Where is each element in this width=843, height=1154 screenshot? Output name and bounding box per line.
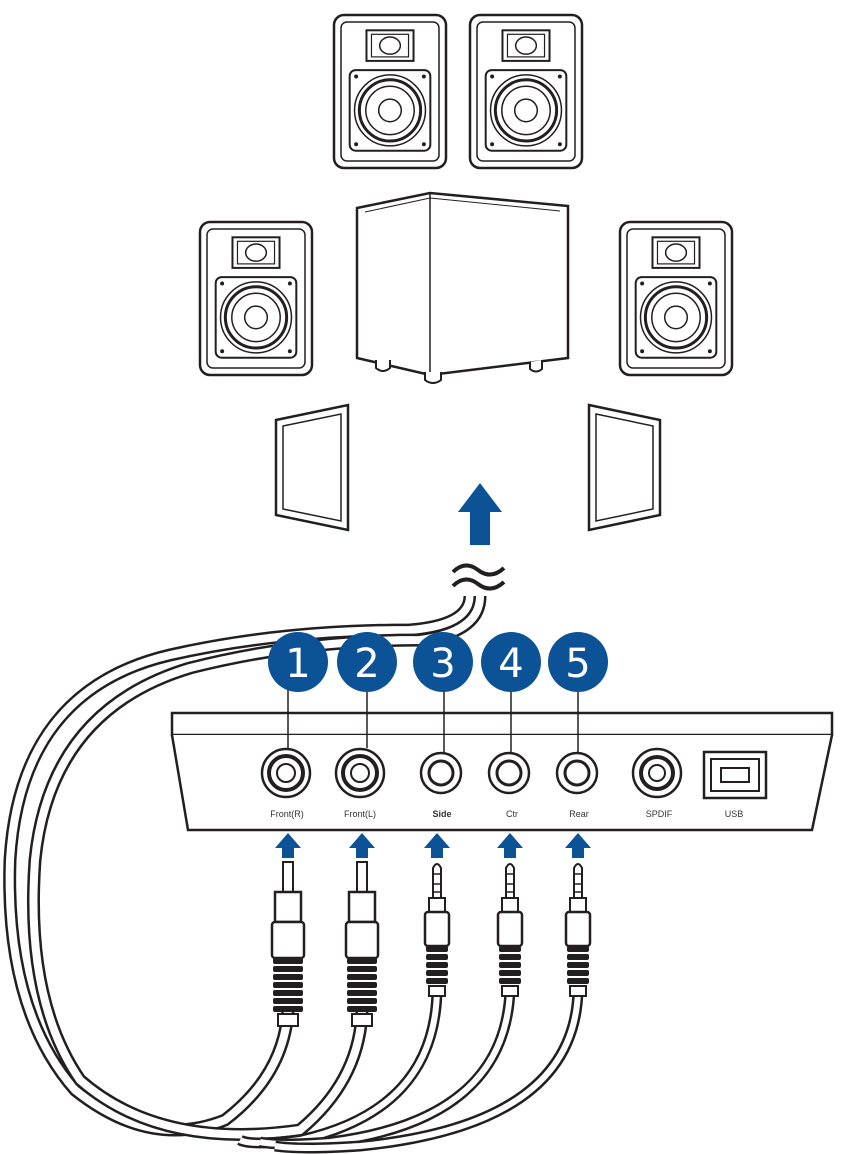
mini-jack-plug bbox=[564, 863, 592, 997]
port-front-right[interactable] bbox=[260, 747, 312, 799]
arrow-up-icon bbox=[275, 833, 301, 858]
front-right-speaker bbox=[332, 13, 448, 170]
port-side[interactable] bbox=[419, 751, 463, 795]
port-label-front-left: Front(L) bbox=[344, 809, 376, 819]
speaker-group bbox=[198, 13, 734, 377]
badge-5: 5 bbox=[548, 632, 608, 692]
badge-number: 4 bbox=[498, 641, 523, 687]
mini-jack-plug bbox=[423, 863, 451, 997]
badge-leader-lines bbox=[287, 690, 579, 752]
port-center[interactable] bbox=[487, 751, 531, 795]
badge-number: 2 bbox=[354, 641, 379, 687]
port-label-front-right: Front(R) bbox=[270, 809, 304, 819]
port-front-left[interactable] bbox=[334, 747, 386, 799]
badge-number: 3 bbox=[430, 641, 455, 687]
approximately-equal-icon bbox=[451, 563, 506, 591]
rca-plug bbox=[344, 861, 380, 1027]
mini-jack-plug bbox=[496, 863, 524, 997]
port-label-usb: USB bbox=[725, 809, 744, 819]
arrow-up-icon bbox=[458, 483, 502, 545]
port-usb[interactable] bbox=[702, 750, 768, 800]
badge-1: 1 bbox=[268, 632, 328, 692]
front-left-speaker bbox=[468, 13, 584, 170]
rear-left-speaker bbox=[274, 403, 350, 532]
port-spdif[interactable] bbox=[631, 747, 683, 799]
arrow-up-icon bbox=[349, 833, 375, 858]
plug-group bbox=[270, 861, 592, 1027]
arrow-up-icon bbox=[565, 833, 591, 858]
badge-number: 1 bbox=[285, 641, 310, 687]
badge-2: 2 bbox=[337, 632, 397, 692]
arrow-up-icon bbox=[424, 833, 450, 858]
port-label-center: Ctr bbox=[506, 809, 518, 819]
badge-3: 3 bbox=[413, 632, 473, 692]
badge-4: 4 bbox=[481, 632, 541, 692]
rca-plug bbox=[270, 861, 306, 1027]
rear-right-speaker bbox=[587, 403, 662, 532]
side-right-speaker bbox=[618, 220, 734, 377]
subwoofer bbox=[355, 191, 570, 384]
port-label-rear: Rear bbox=[569, 809, 589, 819]
arrow-up-icon bbox=[497, 833, 523, 858]
port-rear[interactable] bbox=[555, 751, 599, 795]
port-label-spdif: SPDIF bbox=[646, 809, 673, 819]
plug-arrows bbox=[275, 833, 591, 858]
port-label-side: Side bbox=[432, 809, 451, 819]
badge-number: 5 bbox=[565, 641, 590, 687]
side-left-speaker bbox=[198, 220, 314, 377]
